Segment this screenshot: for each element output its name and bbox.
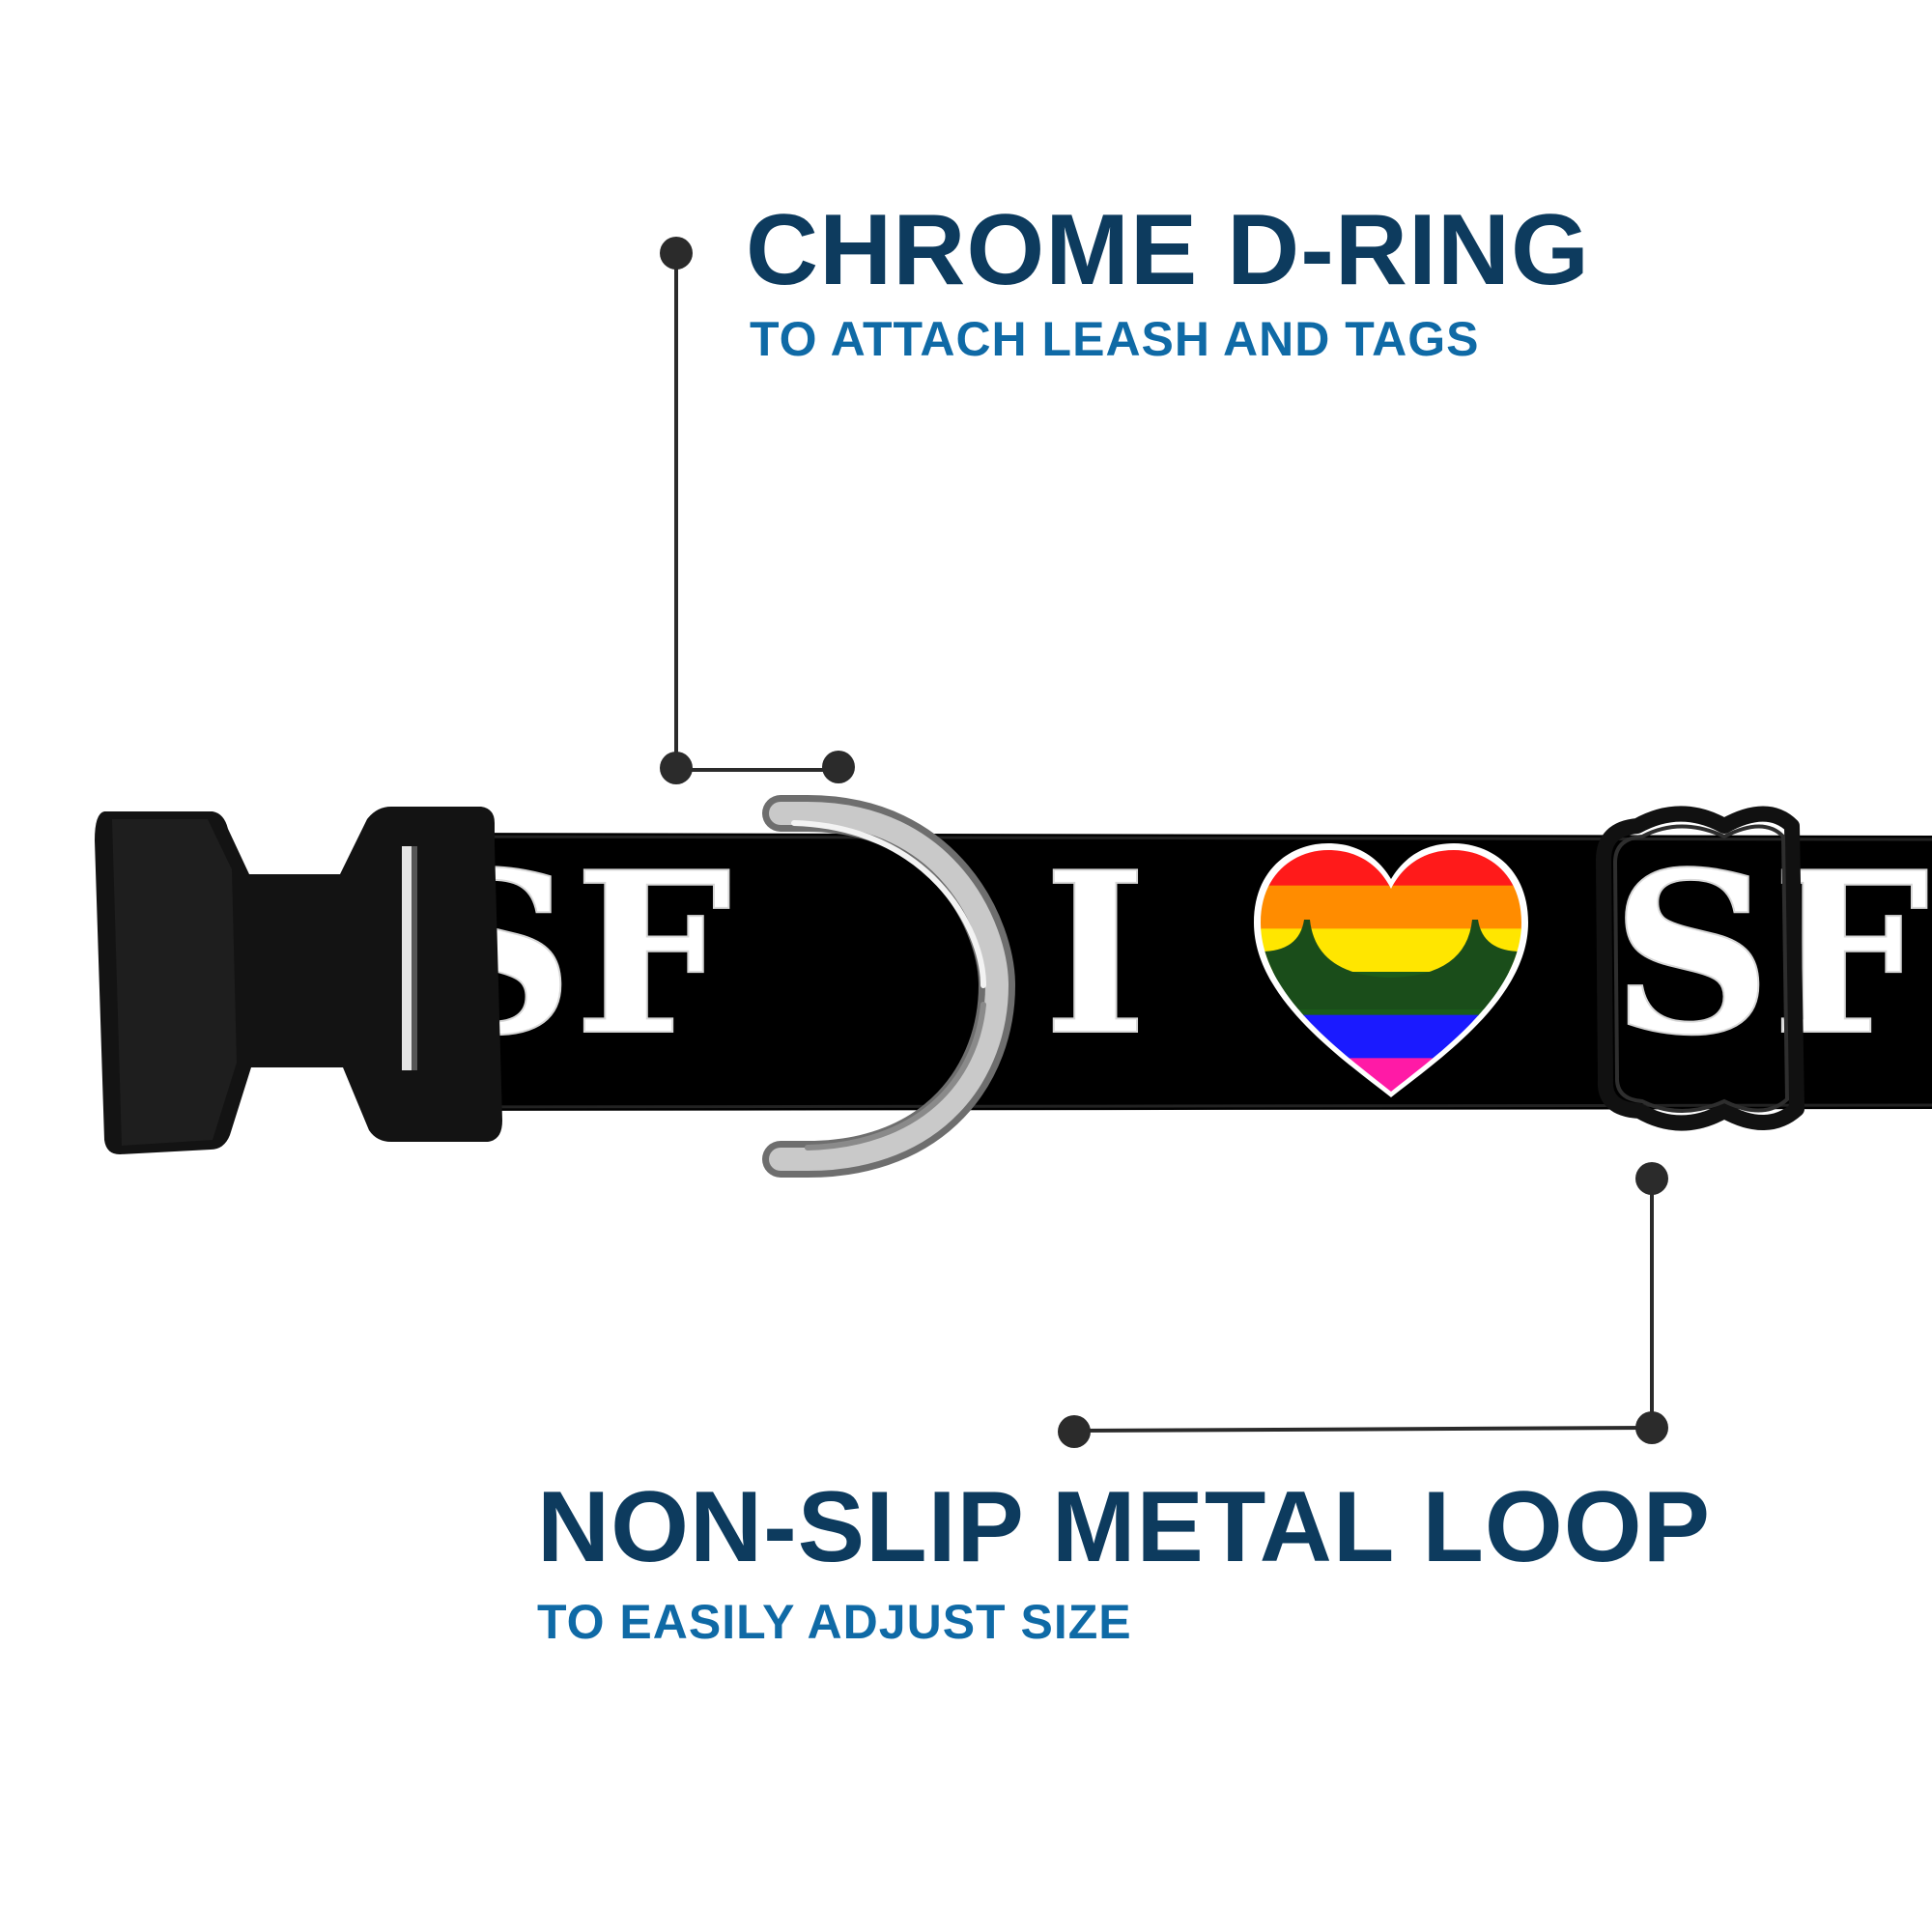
collar-strap bbox=[405, 833, 1932, 1111]
chrome-d-ring-icon bbox=[762, 795, 1016, 1178]
d-ring-callout-title: CHROME D-RING bbox=[746, 194, 1590, 306]
metal-loop-callout-title: NON-SLIP METAL LOOP bbox=[537, 1471, 1712, 1583]
print-sf-right: SF bbox=[1611, 824, 1929, 1085]
side-release-buckle bbox=[95, 807, 502, 1154]
bridge-silhouette bbox=[1261, 920, 1521, 1009]
print-i: I bbox=[1043, 824, 1148, 1085]
d-ring-leader-line bbox=[660, 237, 855, 784]
metal-loop-leader-line bbox=[1058, 1162, 1668, 1448]
heart-stripe bbox=[1261, 885, 1521, 930]
d-ring-callout-subtitle: TO ATTACH LEASH AND TAGS bbox=[750, 312, 1480, 366]
adjustment-slider-loop-icon bbox=[1596, 806, 1804, 1131]
metal-loop-callout-subtitle: TO EASILY ADJUST SIZE bbox=[537, 1595, 1132, 1649]
